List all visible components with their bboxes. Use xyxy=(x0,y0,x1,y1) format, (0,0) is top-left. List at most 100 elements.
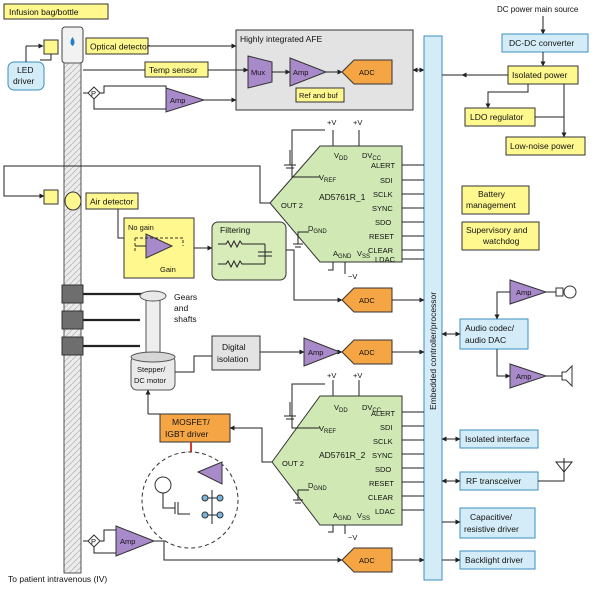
dac1-pin-reset: RESET xyxy=(369,232,394,241)
afe-amp xyxy=(289,57,328,87)
amp-mid xyxy=(303,337,342,367)
dac1-dvcc: DV xyxy=(362,151,372,160)
dac2-group: +V +V VDD DVCC VREF OUT 2 AD5761R_2 DGND… xyxy=(271,371,424,542)
svg-text:VREF: VREF xyxy=(319,424,336,435)
backlight-label: Backlight driver xyxy=(465,555,523,565)
mic-amp xyxy=(509,279,548,305)
battery-label-2: management xyxy=(466,200,516,210)
dac2-vref: V xyxy=(319,424,324,433)
afe-title: Highly integrated AFE xyxy=(240,34,323,44)
antenna-feed xyxy=(538,462,565,482)
dac1-pin-sdo: SDO xyxy=(375,218,391,227)
mosfet-label-1: MOSFET/ xyxy=(172,417,210,427)
dac2-plusv-2: +V xyxy=(353,371,362,380)
svg-text:AGND: AGND xyxy=(333,511,352,522)
no-gain-label: No gain xyxy=(128,223,154,232)
led-driver-label-2: driver xyxy=(13,76,34,86)
cap-label-2: resistive driver xyxy=(464,524,519,534)
dac2-dvcc-sub: CC xyxy=(372,408,381,414)
temp-sensor-label: Temp sensor xyxy=(149,65,198,75)
stepper-label-2: DC motor xyxy=(134,376,167,385)
mux-block xyxy=(247,55,273,89)
audio-codec-box xyxy=(459,318,529,350)
dac2-vref-sub: REF xyxy=(324,429,336,435)
isolated-power-label: Isolated power xyxy=(512,70,567,80)
dac2-dgnd: D xyxy=(308,481,314,490)
iv-tube: Infusion bag/bottle To patient intraveno… xyxy=(3,3,109,584)
pressure-amp-top-label: Amp xyxy=(170,96,185,105)
pump-finger-3 xyxy=(61,336,84,356)
speaker-amp-label: Amp xyxy=(516,372,531,381)
svg-text:VREF: VREF xyxy=(319,173,336,184)
ldo-label: LDO regulator xyxy=(470,112,524,122)
stepper-label-1: Stepper/ xyxy=(137,365,166,374)
dac1-body xyxy=(269,145,403,263)
mic-amp-label: Amp xyxy=(516,288,531,297)
mux-label: Mux xyxy=(251,68,265,77)
dac1-dgnd-sub: GND xyxy=(313,229,327,235)
gears-label-1: Gears xyxy=(174,292,197,302)
dac2-dvcc: DV xyxy=(362,403,372,412)
pressure-amp-bottom xyxy=(115,525,156,557)
dac2-plusv-1: +V xyxy=(327,371,336,380)
audio-label-2: audio DAC xyxy=(465,335,506,345)
ref-buf-box xyxy=(295,87,345,103)
dac2-agnd-sub: GND xyxy=(338,516,352,522)
dcdc-box xyxy=(501,33,589,53)
svg-text:DVCC: DVCC xyxy=(362,403,382,414)
low-noise-label: Low-noise power xyxy=(510,141,574,151)
capacitive-driver-box xyxy=(459,507,536,539)
dac1-pin-sclk: SCLK xyxy=(373,190,393,199)
svg-text:DVCC: DVCC xyxy=(362,151,382,162)
dac1-agnd: A xyxy=(333,249,338,258)
svg-text:DGND: DGND xyxy=(308,481,327,492)
pressure-amp-bottom-label: Amp xyxy=(120,537,135,546)
dac1-dvcc-sub: CC xyxy=(372,156,381,162)
pump-finger-1 xyxy=(61,284,84,304)
pressure-amp-top xyxy=(165,87,206,113)
air-detector-box xyxy=(85,192,139,210)
dcdc-label: DC-DC converter xyxy=(509,38,574,48)
gear-top-icon xyxy=(139,290,167,302)
controller-box xyxy=(423,35,443,581)
dac1-pin-alert: ALERT xyxy=(371,161,395,170)
svg-text:AGND: AGND xyxy=(333,249,352,260)
microphone-icon xyxy=(555,287,564,297)
dac1-dgnd: D xyxy=(308,224,314,233)
dac1-vdd-sub: DD xyxy=(339,156,348,162)
supervisory-label-2: watchdog xyxy=(482,236,520,246)
adc-mid-label: ADC xyxy=(359,296,375,305)
infusion-bag-label: Infusion bag/bottle xyxy=(9,7,79,17)
dac2-minusv: −V xyxy=(348,533,357,542)
battery-label-1: Battery xyxy=(478,189,506,199)
digital-isolation-box xyxy=(211,335,261,371)
gears-label-2: and xyxy=(174,303,188,313)
ref-buf-label: Ref and buf xyxy=(299,91,339,100)
dac2-pin-clear: CLEAR xyxy=(368,493,394,502)
dac2-dgnd-sub: GND xyxy=(313,486,327,492)
pressure-p-top: P xyxy=(91,89,96,98)
svg-text:VSS: VSS xyxy=(357,511,370,522)
pump-finger-2 xyxy=(61,310,84,330)
motor-icon xyxy=(154,476,172,494)
dac1-vref-sub: REF xyxy=(324,178,336,184)
dac1-pin-ldac: LDAC xyxy=(375,255,396,264)
dac1-plusv-1: +V xyxy=(327,118,336,127)
controller-label: Embedded controller/processor xyxy=(428,292,438,410)
svg-text:VDD: VDD xyxy=(334,151,348,162)
dac2-pin-sync: SYNC xyxy=(372,451,393,460)
adc-bottom-label: ADC xyxy=(359,556,375,565)
dac1-vss: V xyxy=(357,249,362,258)
supervisory-label-1: Supervisory and xyxy=(466,225,528,235)
dac1-vss-sub: SS xyxy=(362,254,370,260)
dac1-group: +V +V VDD DVCC VREF OUT 2 AD5761R_1 DGND… xyxy=(269,118,424,281)
dac2-agnd: A xyxy=(333,511,338,520)
gain-label: Gain xyxy=(160,265,176,274)
droplet-icon xyxy=(70,37,75,46)
dac1-agnd-sub: GND xyxy=(338,254,352,260)
speaker-amp xyxy=(509,363,548,389)
dac2-vss-sub: SS xyxy=(362,516,370,522)
to-patient-label: To patient intravenous (IV) xyxy=(8,574,107,584)
dac1-name: AD5761R_1 xyxy=(319,192,366,202)
